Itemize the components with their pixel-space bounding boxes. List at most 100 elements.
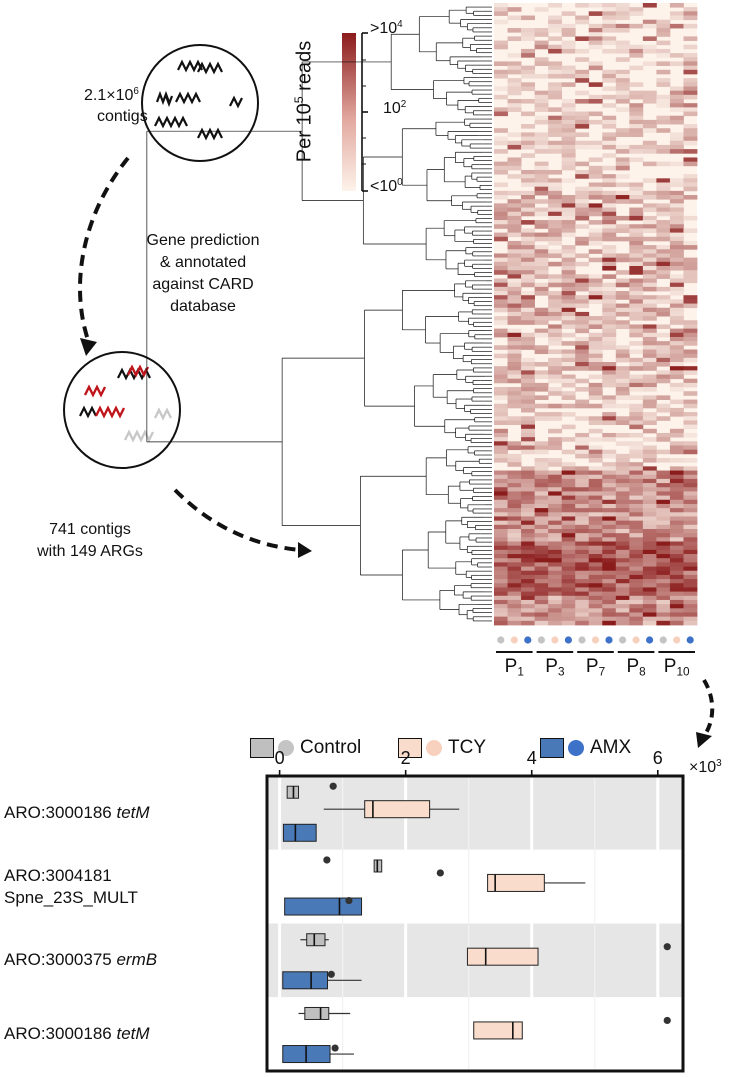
heatmap-cell	[494, 566, 508, 572]
heatmap-cell	[642, 466, 657, 471]
heatmap-cell	[534, 182, 549, 188]
heatmap-cell	[602, 503, 617, 509]
heatmap-cell	[642, 612, 657, 618]
heatmap-cell	[602, 495, 617, 501]
heatmap-cell	[548, 107, 563, 112]
heatmap-cell	[629, 278, 644, 284]
heatmap-cell	[521, 403, 535, 409]
heatmap-cell	[602, 299, 617, 304]
heatmap-cell	[642, 345, 657, 350]
heatmap-cell	[602, 303, 617, 309]
heatmap-cell	[629, 132, 644, 137]
heatmap-cell	[615, 199, 630, 204]
heatmap-cell	[656, 48, 671, 54]
heatmap-cell	[669, 257, 684, 263]
heatmap-cell	[656, 599, 671, 605]
heatmap-cell	[521, 307, 535, 313]
heatmap-cell	[548, 19, 563, 25]
heatmap-cell	[656, 495, 671, 501]
heatmap-cell	[642, 579, 657, 584]
heatmap-cell	[656, 570, 671, 576]
heatmap-cell	[615, 40, 630, 46]
heatmap-cell	[629, 378, 644, 384]
heatmap-cell	[548, 128, 563, 133]
annotation-step-line3: against CARD	[152, 276, 254, 293]
heatmap-cell	[588, 387, 603, 392]
heatmap-cell	[507, 416, 522, 421]
heatmap-cell	[656, 299, 671, 304]
heatmap-cell	[615, 416, 630, 421]
heatmap-cell	[669, 533, 684, 538]
heatmap-cell	[561, 583, 576, 588]
heatmap-cell	[507, 537, 522, 542]
heatmap-cell	[521, 111, 535, 117]
heatmap-cell	[588, 28, 603, 33]
heatmap-cell	[561, 23, 576, 29]
heatmap-cell	[521, 549, 535, 555]
x-tick-label: 4	[526, 748, 537, 768]
row-label-id: ARO:3004181	[4, 865, 112, 885]
heatmap-cell	[683, 124, 698, 129]
heatmap-cell	[669, 441, 684, 446]
heatmap-cell	[561, 491, 576, 496]
heatmap-cell	[615, 82, 630, 87]
heatmap-cell	[669, 303, 684, 309]
heatmap-cell	[642, 558, 657, 563]
heatmap-cell	[669, 366, 684, 371]
heatmap-cell	[602, 132, 617, 137]
heatmap-cell	[642, 257, 657, 263]
heatmap-cell	[629, 195, 644, 200]
heatmap-cell	[629, 612, 644, 618]
heatmap-cell	[561, 195, 576, 200]
heatmap-cell	[588, 453, 603, 459]
heatmap-cell	[588, 512, 603, 517]
heatmap-cell	[669, 524, 684, 530]
heatmap-cell	[683, 570, 698, 576]
legend-dot-swatch	[278, 740, 294, 756]
heatmap-cell	[683, 94, 698, 100]
heatmap-cell	[669, 307, 684, 313]
heatmap-cell	[561, 487, 576, 492]
heatmap-cell	[656, 61, 671, 67]
heatmap-cell	[588, 549, 603, 555]
heatmap-cell	[561, 203, 576, 208]
heatmap-cell	[629, 432, 644, 438]
heatmap-cell	[534, 370, 549, 375]
heatmap-cell	[602, 491, 617, 496]
heatmap-cell	[494, 516, 508, 522]
heatmap-cell	[534, 591, 549, 597]
heatmap-cell	[602, 261, 617, 267]
heatmap-cell	[494, 574, 508, 580]
heatmap-cell	[629, 445, 644, 451]
heatmap-cell	[534, 541, 549, 547]
heatmap-cell	[548, 391, 563, 396]
heatmap-cell	[507, 462, 522, 467]
heatmap-cell	[615, 524, 630, 530]
heatmap-cell	[602, 324, 617, 330]
heatmap-cell	[575, 15, 590, 21]
heatmap-cell	[575, 282, 590, 288]
heatmap-cell	[575, 449, 590, 455]
heatmap-cell	[521, 73, 535, 79]
heatmap-cell	[629, 211, 644, 217]
heatmap-cell	[602, 487, 617, 492]
heatmap-cell	[507, 165, 522, 171]
heatmap-cell	[575, 353, 590, 359]
heatmap-cell	[629, 520, 644, 526]
heatmap-cell	[494, 491, 508, 496]
heatmap-cell	[642, 382, 657, 388]
heatmap-cell	[669, 253, 684, 259]
heatmap-cell	[602, 403, 617, 409]
heatmap-cell	[669, 357, 684, 363]
heatmap-cell	[669, 382, 684, 388]
row-label-gene: tetM	[116, 802, 150, 822]
sample-dot-tcy	[632, 636, 640, 644]
heatmap-cell	[656, 562, 671, 567]
heatmap-cell	[561, 591, 576, 597]
heatmap-cell	[548, 366, 563, 371]
heatmap-cell	[615, 487, 630, 492]
heatmap-cell	[507, 240, 522, 246]
heatmap-cell	[629, 253, 644, 259]
heatmap-cell	[656, 470, 671, 476]
heatmap-cell	[683, 412, 698, 417]
